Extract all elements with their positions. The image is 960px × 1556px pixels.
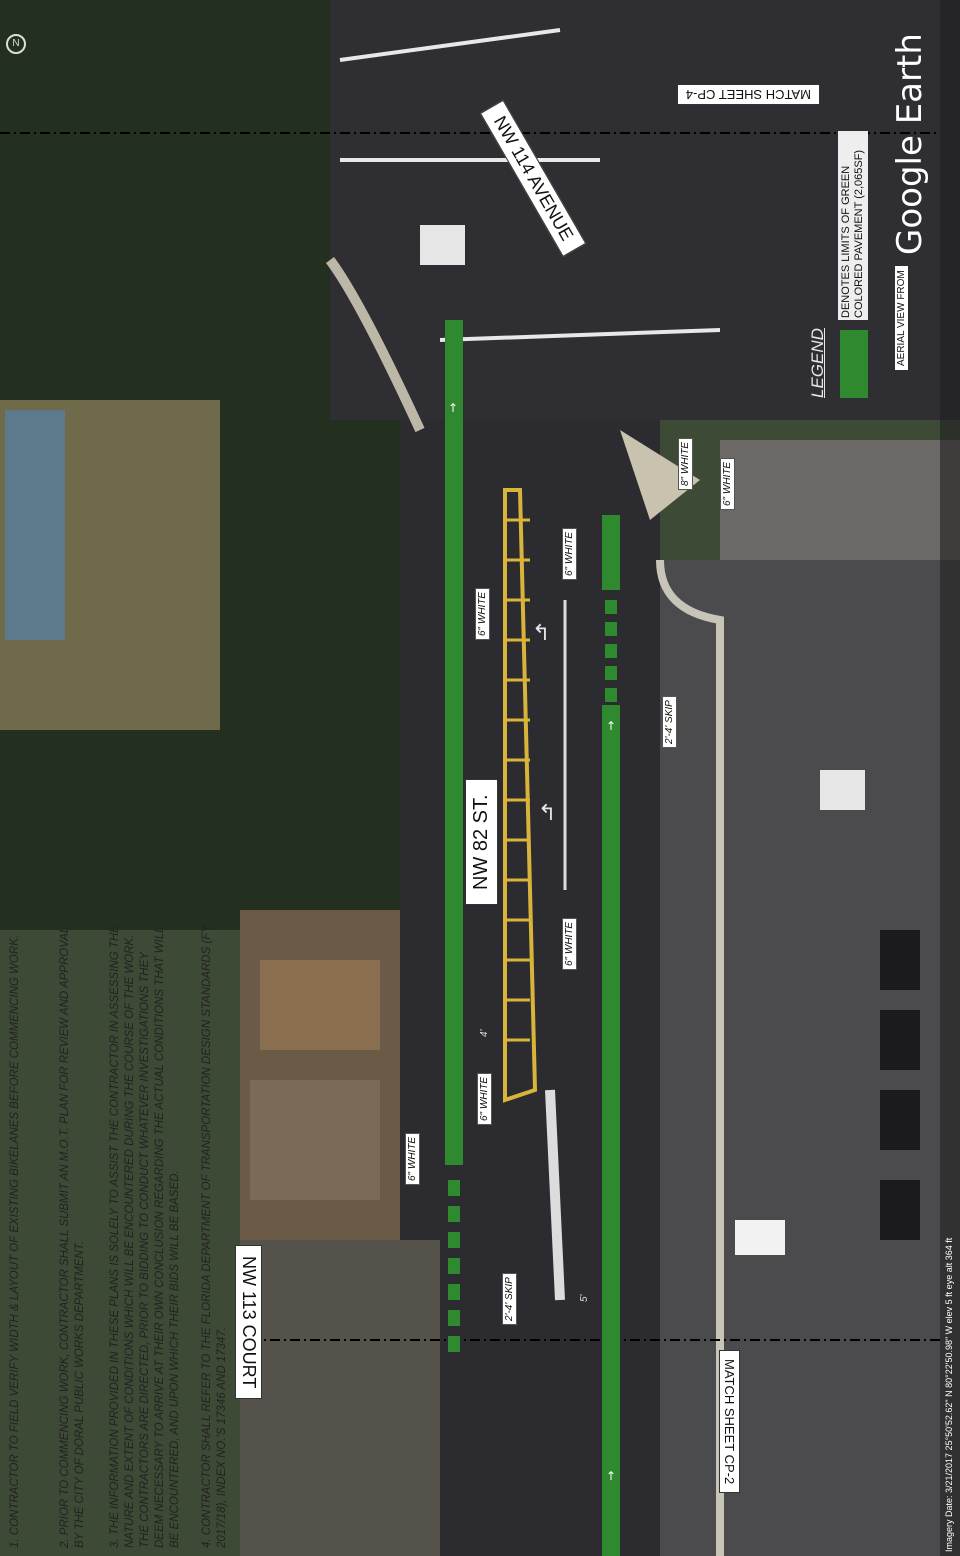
note-1: 1. CONTRACTOR TO FIELD VERIFY WIDTH & LA… (9, 935, 21, 1548)
callout-6-white: 6" WHITE (405, 1132, 420, 1185)
callout-8-white: 8" WHITE (678, 437, 693, 490)
callout-6-white: 6" WHITE (562, 917, 577, 970)
google-earth-logo: Google Earth (890, 33, 930, 255)
legend-swatch-green (840, 330, 868, 398)
svg-text:↰: ↰ (532, 621, 550, 646)
match-sheet-cp4: MATCH SHEET CP-4 (676, 84, 820, 105)
callout-6-white: 6" WHITE (477, 1072, 492, 1125)
dimension-4ft: 4' (479, 1029, 490, 1037)
callout-skip: 2'-4' SKIP (662, 696, 677, 748)
general-notes: 1. CONTRACTOR TO FIELD VERIFY WIDTH & LA… (0, 0, 240, 1556)
legend-item-green: DENOTES LIMITS OF GREEN COLORED PAVEMENT… (838, 131, 868, 320)
callout-6-white: 6" WHITE (562, 527, 577, 580)
svg-text:↑: ↑ (606, 719, 616, 733)
svg-text:↑: ↑ (606, 1469, 616, 1483)
street-label-nw-82-st: NW 82 ST. (465, 779, 498, 905)
legend-title: LEGEND (808, 328, 827, 398)
note-4: 4. CONTRACTOR SHALL REFER TO THE FLORIDA… (201, 925, 228, 1548)
svg-text:↑: ↑ (448, 401, 458, 415)
dimension-5ft: 5' (579, 1294, 590, 1302)
street-label-nw-113-court: NW 113 COURT (235, 1245, 262, 1400)
imagery-info: Imagery Date: 3/21/2017 25°50'52.62" N 8… (944, 1237, 954, 1552)
svg-text:↰: ↰ (538, 801, 556, 826)
callout-6-white: 6" WHITE (720, 457, 735, 510)
match-sheet-cp2: MATCH SHEET CP-2 (719, 1350, 740, 1494)
north-arrow-icon: N (6, 34, 26, 54)
note-3: 3. THE INFORMATION PROVIDED IN THESE PLA… (109, 925, 181, 1548)
note-2: 2. PRIOR TO COMMENCING WORK, CONTRACTOR … (59, 926, 86, 1548)
aerial-view-label: AERIAL VIEW FROM (895, 266, 908, 370)
callout-6-white: 6" WHITE (475, 587, 490, 640)
callout-skip: 2'-4' SKIP (502, 1273, 517, 1325)
